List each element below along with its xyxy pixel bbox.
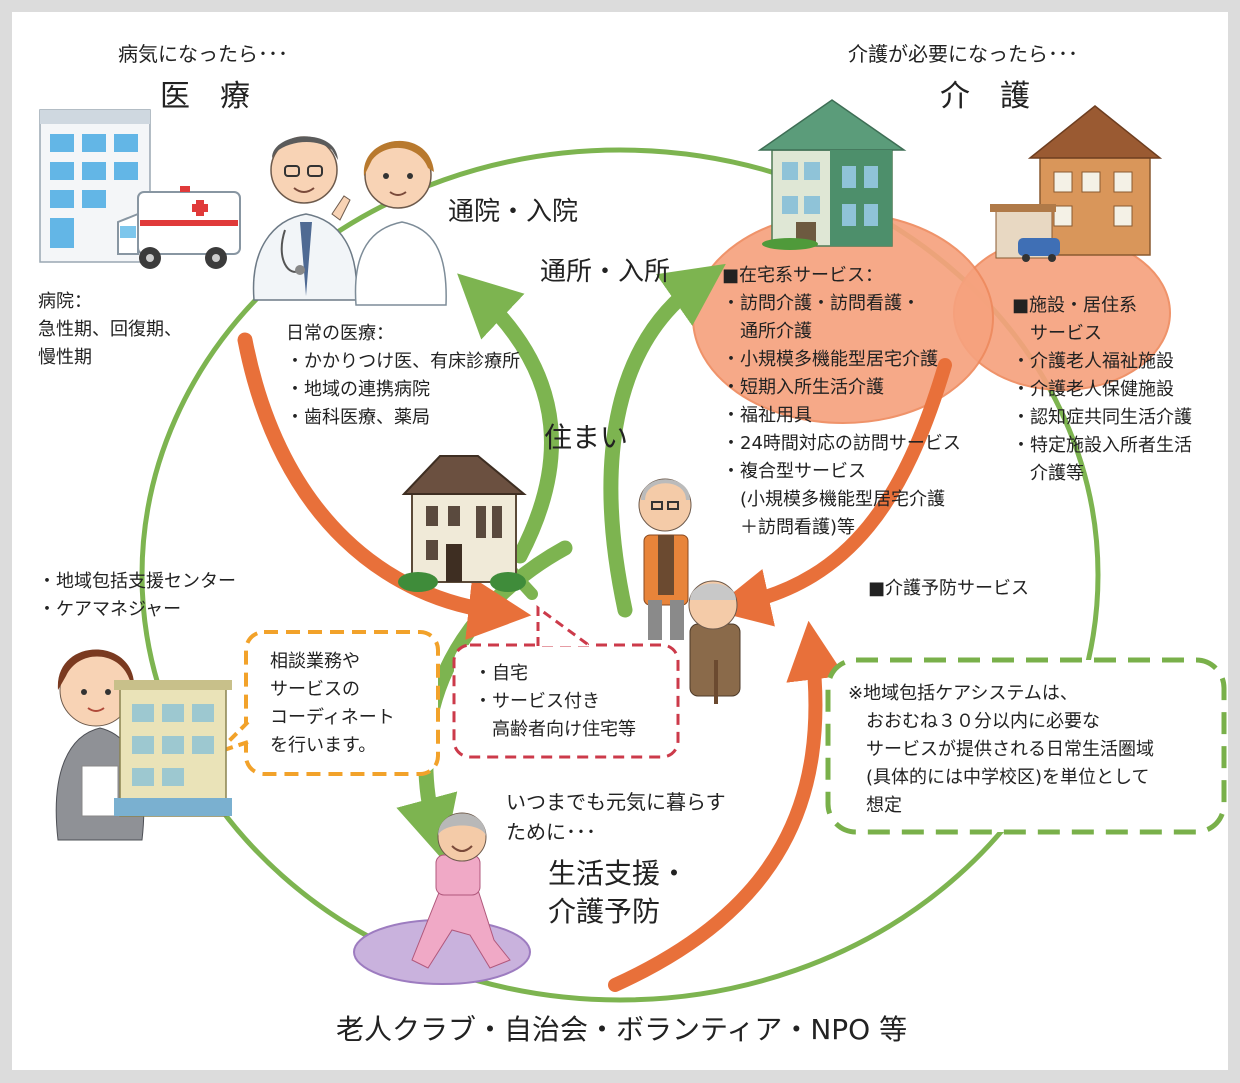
community-footer: 老人クラブ・自治会・ボランティア・NPO 等 bbox=[336, 1013, 908, 1046]
daily-medical-item: ・かかりつけ医、有床診療所 bbox=[286, 351, 521, 372]
arrow-prevention-to-care bbox=[608, 620, 845, 992]
home-service-item: ・福祉用具 bbox=[722, 405, 812, 426]
arrow-home-to-care bbox=[603, 263, 726, 618]
medical-heading-small: 病気になったら･･･ bbox=[118, 42, 288, 66]
note-line: おおむね３０分以内に必要な bbox=[848, 711, 1100, 732]
facility-services-title: ■施設・居住系 bbox=[1012, 295, 1138, 316]
arrow-home-to-medical bbox=[457, 273, 559, 564]
support-bubble-text: 相談業務や サービスの コーディネート を行います。 bbox=[270, 648, 395, 760]
support-center-list: ・地域包括支援センター ・ケアマネジャー bbox=[38, 568, 236, 624]
housing-bubble-tail bbox=[536, 605, 591, 648]
living-support-title: 生活支援・ bbox=[548, 857, 689, 890]
note-line: 想定 bbox=[848, 795, 902, 816]
facility-services-title-cont: サービス bbox=[1012, 323, 1102, 344]
daily-medical-list: 日常の医療： ・かかりつけ医、有床診療所 ・地域の連携病院 ・歯科医療、薬局 bbox=[286, 320, 520, 432]
facility-service-item: ・認知症共同生活介護 bbox=[1012, 407, 1192, 428]
elderly-man-icon bbox=[638, 478, 692, 640]
hospital-line: 急性期、回復期、 bbox=[38, 319, 182, 340]
support-center-item: ・地域包括支援センター bbox=[38, 571, 236, 592]
support-bubble-line: サービスの bbox=[270, 679, 360, 700]
arrow-home-to-support bbox=[396, 540, 573, 861]
home-service-item: (小規模多機能型居宅介護 bbox=[722, 489, 946, 510]
arrow-medical-to-home bbox=[237, 332, 532, 640]
facility-service-item: ・介護老人福祉施設 bbox=[1012, 351, 1174, 372]
living-support-title-cont: 介護予防 bbox=[548, 895, 661, 928]
support-center-building-icon bbox=[114, 680, 232, 817]
support-bubble-line: コーディネート bbox=[270, 707, 395, 728]
note-line: サービスが提供される日常生活圏域 bbox=[848, 739, 1154, 760]
housing-item: 高齢者向け住宅等 bbox=[474, 719, 636, 740]
hospital-description: 病院： 急性期、回復期、 慢性期 bbox=[38, 288, 182, 372]
care-facility-green-icon bbox=[757, 99, 907, 250]
housing-item: ・サービス付き bbox=[474, 691, 600, 712]
living-support-intro-cont: ために･･･ bbox=[506, 820, 596, 844]
home-service-item: ・小規模多機能型居宅介護 bbox=[722, 349, 938, 370]
support-bubble-line: を行います。 bbox=[270, 735, 377, 756]
support-center-item: ・ケアマネジャー bbox=[38, 599, 182, 620]
hospital-line: 病院： bbox=[38, 291, 92, 312]
home-service-item: ・短期入所生活介護 bbox=[722, 377, 884, 398]
housing-label: 住まい bbox=[544, 421, 629, 454]
home-service-item: ・複合型サービス bbox=[722, 461, 866, 482]
care-manager-icon bbox=[55, 649, 145, 841]
exercising-woman-icon bbox=[411, 812, 511, 969]
facility-service-item: ・特定施設入所者生活 bbox=[1012, 435, 1192, 456]
ambulance-icon bbox=[117, 186, 241, 269]
flow-label-daycare: 通所・入所 bbox=[540, 257, 671, 287]
care-heading-large: 介 護 bbox=[940, 79, 1030, 114]
daily-medical-title: 日常の医療： bbox=[286, 323, 394, 344]
daily-medical-item: ・歯科医療、薬局 bbox=[286, 407, 430, 428]
house-icon bbox=[398, 455, 527, 592]
note-bubble bbox=[825, 657, 1227, 835]
support-bubble bbox=[244, 630, 440, 776]
facility-service-item: ・介護老人保健施設 bbox=[1012, 379, 1174, 400]
note-line: (具体的には中学校区)を単位として bbox=[848, 767, 1150, 788]
housing-bubble-text: ・自宅 ・サービス付き 高齢者向け住宅等 bbox=[474, 660, 636, 744]
home-service-item: 通所介護 bbox=[722, 321, 812, 342]
note-text: ※地域包括ケアシステムは、 おおむね３０分以内に必要な サービスが提供される日常… bbox=[848, 680, 1154, 820]
flow-label-clinic: 通院・入院 bbox=[448, 197, 579, 227]
elderly-woman-icon bbox=[688, 580, 741, 704]
facility-service-item: 介護等 bbox=[1012, 463, 1084, 484]
home-service-item: ＋訪問看護)等 bbox=[722, 517, 856, 538]
home-service-item: ・24時間対応の訪問サービス bbox=[722, 433, 961, 454]
daily-medical-item: ・地域の連携病院 bbox=[286, 379, 430, 400]
living-support-intro: いつまでも元気に暮らす bbox=[506, 790, 726, 814]
home-services-list: ■在宅系サービス： ・訪問介護・訪問看護・ 通所介護 ・小規模多機能型居宅介護 … bbox=[722, 262, 961, 542]
nurse-icon bbox=[354, 140, 447, 306]
home-service-item: ・訪問介護・訪問看護・ bbox=[722, 293, 920, 314]
care-facility-brown-icon bbox=[990, 105, 1163, 262]
doctor-icon bbox=[252, 136, 358, 301]
support-bubble-line: 相談業務や bbox=[270, 651, 360, 672]
note-line: ※地域包括ケアシステムは、 bbox=[848, 683, 1078, 704]
community-circle bbox=[139, 147, 1101, 1003]
medical-heading-large: 医 療 bbox=[160, 79, 250, 114]
care-heading-small: 介護が必要になったら･･･ bbox=[848, 42, 1078, 66]
hospital-line: 慢性期 bbox=[38, 347, 92, 368]
home-services-title: ■在宅系サービス： bbox=[722, 265, 884, 286]
prevention-service-label: ■介護予防サービス bbox=[868, 578, 1030, 599]
housing-item: ・自宅 bbox=[474, 663, 528, 684]
arrow-care-to-elder bbox=[711, 358, 952, 627]
hospital-building-icon bbox=[39, 109, 151, 263]
facility-services-list: ■施設・居住系 サービス ・介護老人福祉施設 ・介護老人保健施設 ・認知症共同生… bbox=[1012, 292, 1192, 488]
